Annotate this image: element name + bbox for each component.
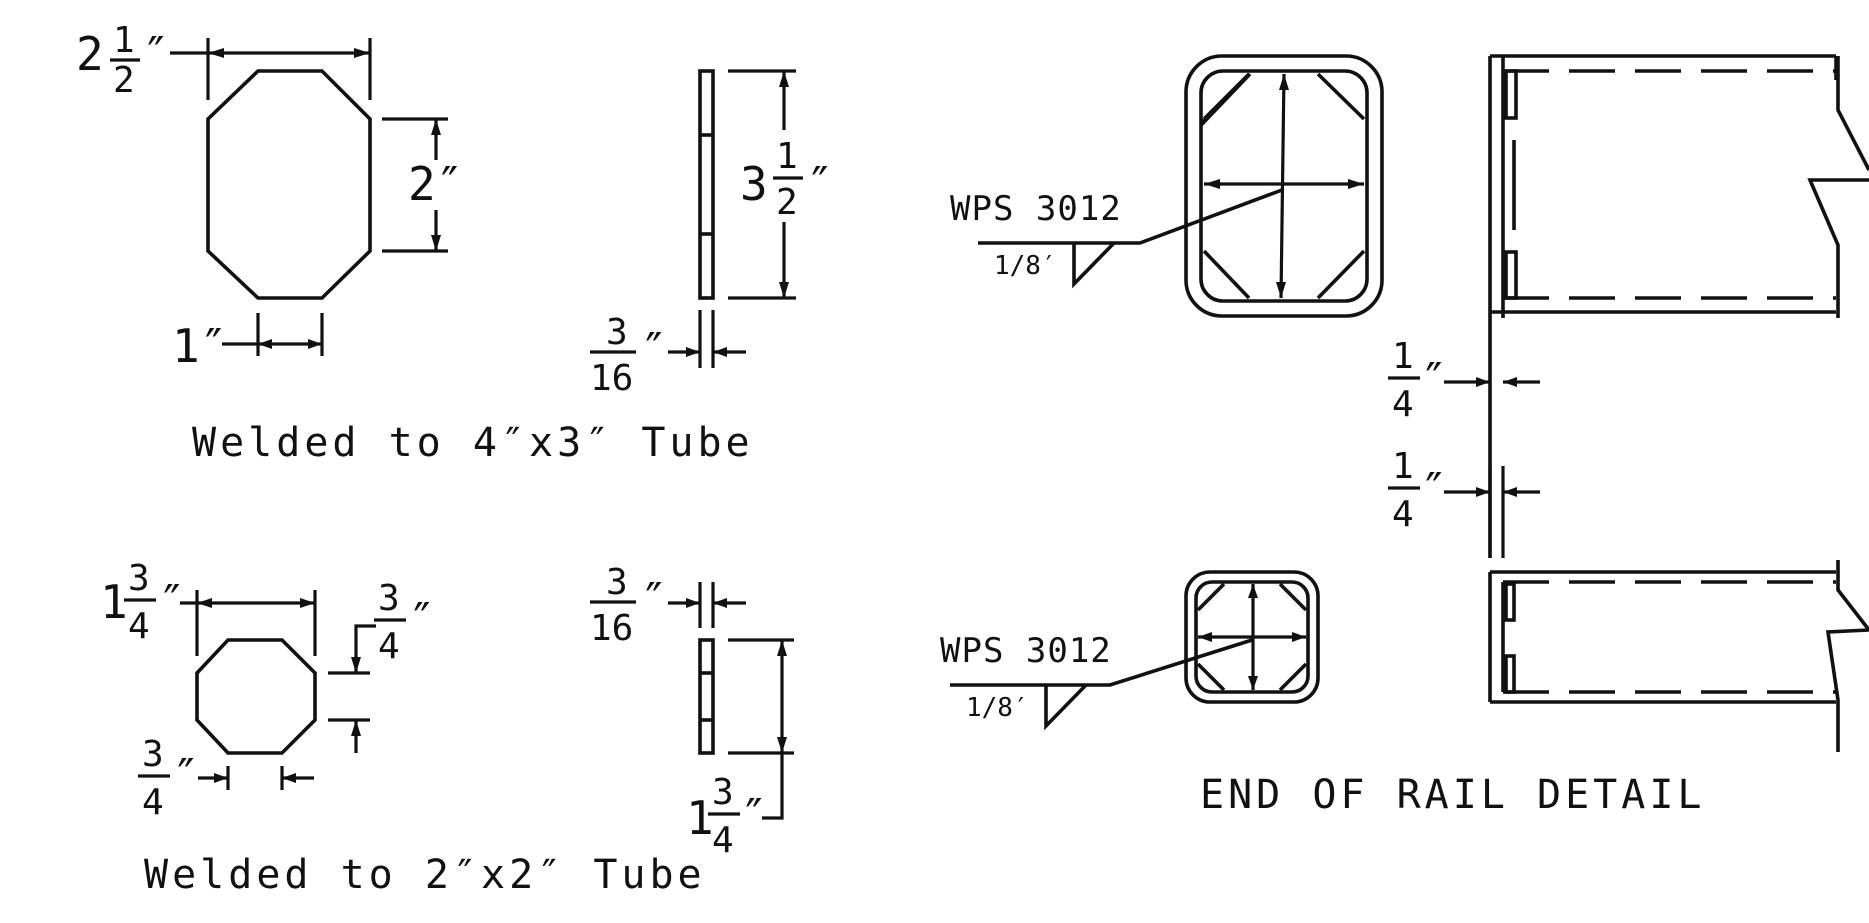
bottom-height-den: 4 bbox=[378, 626, 400, 667]
bottom-plate-front-view bbox=[180, 590, 376, 790]
svg-text:″: ″ bbox=[158, 575, 186, 629]
top-thick-num: 3 bbox=[606, 312, 628, 353]
detail-title: END OF RAIL DETAIL bbox=[1200, 772, 1705, 818]
top-width-den: 2 bbox=[113, 60, 135, 101]
bottom-chamfer-num: 3 bbox=[142, 734, 164, 775]
svg-text:″: ″ bbox=[806, 157, 834, 211]
bottom-width-num: 3 bbox=[128, 558, 150, 599]
top-chamfer-label: 1″ bbox=[172, 319, 227, 373]
top-height-label: 2″ bbox=[408, 157, 463, 211]
top-plate-front-view bbox=[170, 38, 448, 356]
top-width-whole: 2 bbox=[76, 27, 104, 81]
bottom-plate-side-view bbox=[668, 582, 794, 820]
bottom-width-whole: 1 bbox=[100, 575, 128, 629]
bottom-chamfer-den: 4 bbox=[142, 782, 164, 823]
bottom-thick-den: 16 bbox=[590, 608, 633, 649]
bottom-thick-num: 3 bbox=[606, 562, 628, 603]
top-gap-num: 1 bbox=[1392, 336, 1414, 377]
svg-text:″: ″ bbox=[740, 789, 768, 843]
bottom-length-den: 4 bbox=[712, 820, 734, 861]
bottom-caption: Welded to 2″x2″ Tube bbox=[144, 852, 706, 898]
top-caption: Welded to 4″x3″ Tube bbox=[192, 420, 754, 466]
svg-text:″: ″ bbox=[408, 593, 436, 647]
bottom-weld-size: 1/8′ bbox=[966, 693, 1029, 723]
svg-text:″: ″ bbox=[1420, 353, 1448, 407]
top-weld-size: 1/8′ bbox=[994, 251, 1057, 281]
bottom-width-den: 4 bbox=[128, 606, 150, 647]
top-plate-side-view bbox=[668, 69, 796, 368]
tube-4x3-outer bbox=[1184, 54, 1384, 318]
tube-2x2-outer bbox=[1184, 570, 1320, 704]
bottom-rail-elevation bbox=[1444, 466, 1869, 752]
svg-text:″: ″ bbox=[1420, 463, 1448, 517]
tube-2x2-inner bbox=[1194, 580, 1310, 694]
bottom-length-num: 3 bbox=[712, 772, 734, 813]
bottom-tube-section bbox=[950, 570, 1320, 731]
top-length-num: 1 bbox=[776, 136, 798, 177]
svg-text:″: ″ bbox=[640, 573, 668, 627]
bottom-height-num: 3 bbox=[378, 578, 400, 619]
top-octagon-plate bbox=[206, 69, 372, 300]
bottom-gap-den: 4 bbox=[1392, 494, 1414, 535]
top-width-num: 1 bbox=[113, 20, 135, 61]
svg-text:″: ″ bbox=[142, 27, 170, 81]
top-length-whole: 3 bbox=[740, 157, 768, 211]
top-tube-section bbox=[978, 54, 1384, 318]
bottom-weld-spec: WPS 3012 bbox=[940, 631, 1112, 671]
tube-4x3-inner bbox=[1199, 69, 1369, 303]
svg-text:″: ″ bbox=[640, 323, 668, 377]
top-plate-edge bbox=[698, 69, 715, 300]
top-rail-elevation bbox=[1444, 54, 1869, 558]
svg-text:″: ″ bbox=[172, 749, 200, 803]
top-weld-spec: WPS 3012 bbox=[950, 189, 1122, 229]
bottom-length-whole: 1 bbox=[686, 791, 714, 845]
top-thick-den: 16 bbox=[590, 358, 633, 399]
bottom-plate-edge bbox=[698, 638, 715, 755]
bottom-octagon-plate bbox=[195, 638, 317, 755]
top-gap-den: 4 bbox=[1392, 384, 1414, 425]
top-length-den: 2 bbox=[776, 182, 798, 223]
bottom-gap-num: 1 bbox=[1392, 446, 1414, 487]
